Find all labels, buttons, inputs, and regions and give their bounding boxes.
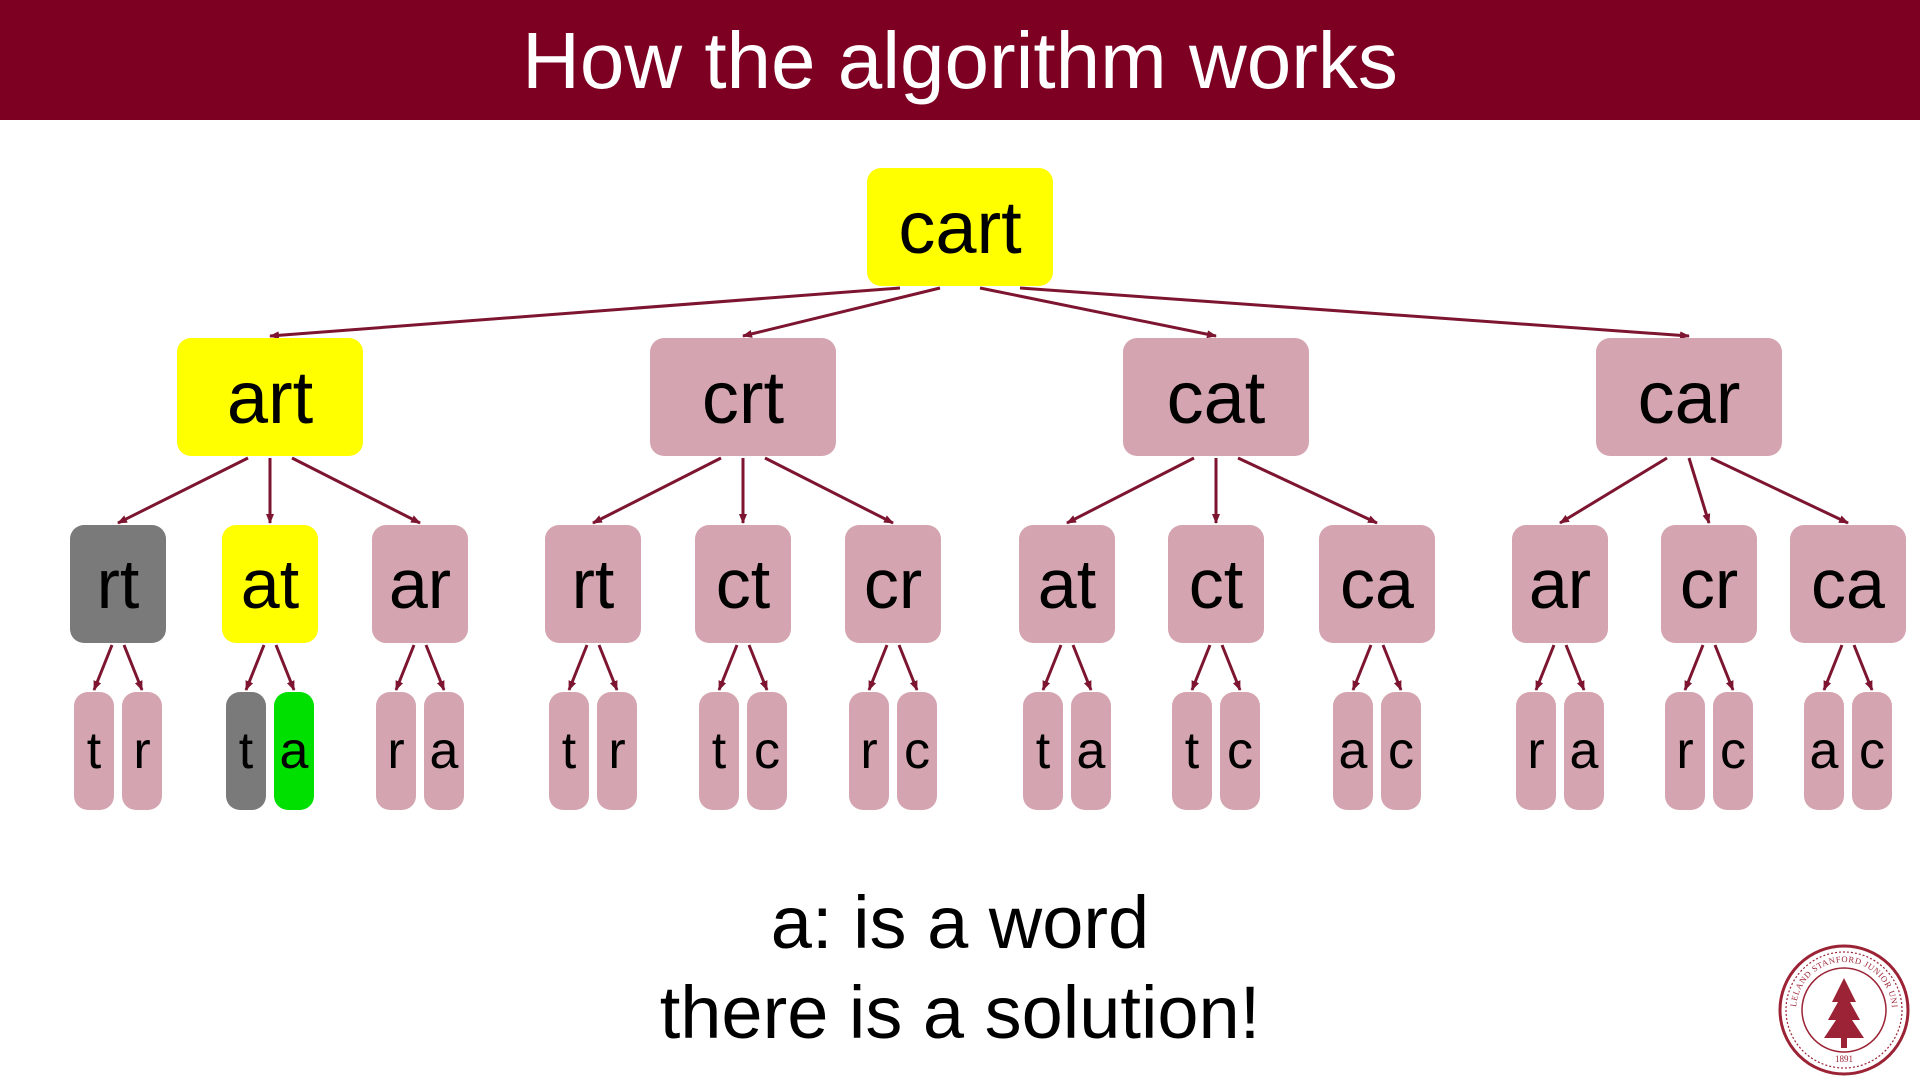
tree-edge-29 bbox=[1381, 644, 1403, 691]
node-leaf-a-0-1-1: a bbox=[274, 692, 314, 810]
node-l1-crt: crt bbox=[650, 338, 836, 456]
node-leaf-t-2-1-0: t bbox=[1172, 692, 1212, 810]
tree-edge-11 bbox=[592, 456, 722, 525]
node-root-cart: cart bbox=[867, 168, 1053, 286]
node-leaf-t-0-0-0: t bbox=[74, 692, 114, 810]
tree-edge-30 bbox=[1019, 286, 1690, 340]
node-leaf-r-3-0-0: r bbox=[1516, 692, 1556, 810]
node-l2-ca-2-2: ca bbox=[1319, 525, 1435, 643]
node-l2-ar-0-2: ar bbox=[372, 525, 468, 643]
node-leaf-t-1-0-0: t bbox=[549, 692, 589, 810]
node-leaf-r-1-0-1: r bbox=[597, 692, 637, 810]
node-leaf-c-1-1-1: c bbox=[747, 692, 787, 810]
caption-line-1: a: is a word bbox=[770, 881, 1150, 964]
node-l2-at-2-0: at bbox=[1019, 525, 1115, 643]
node-leaf-a-0-2-1: a bbox=[424, 692, 464, 810]
tree-edge-26 bbox=[1220, 644, 1242, 691]
node-l2-ct-2-1: ct bbox=[1168, 525, 1264, 643]
tree-edge-16 bbox=[747, 644, 769, 691]
tree-edge-38 bbox=[1822, 644, 1844, 691]
tree-edge-18 bbox=[867, 644, 889, 691]
node-l2-cr-3-1: cr bbox=[1661, 525, 1757, 643]
node-l2-ar-3-0: ar bbox=[1512, 525, 1608, 643]
tree-edge-15 bbox=[717, 644, 739, 691]
node-leaf-t-2-0-0: t bbox=[1023, 692, 1063, 810]
node-leaf-a-3-2-0: a bbox=[1804, 692, 1844, 810]
title-bar bbox=[0, 0, 1920, 120]
node-l1-cat: cat bbox=[1123, 338, 1309, 456]
node-l2-ct-1-1: ct bbox=[695, 525, 791, 643]
tree-edge-32 bbox=[1534, 644, 1556, 691]
node-leaf-r-0-0-1: r bbox=[122, 692, 162, 810]
node-leaf-c-2-1-1: c bbox=[1220, 692, 1260, 810]
tree-edge-12 bbox=[567, 644, 589, 691]
tree-edge-22 bbox=[1041, 644, 1063, 691]
tree-edge-19 bbox=[897, 644, 919, 691]
node-leaf-t-0-1-0: t bbox=[226, 692, 266, 810]
tree-edge-36 bbox=[1713, 644, 1735, 691]
tree-edge-2 bbox=[92, 644, 114, 691]
node-leaf-c-2-2-1: c bbox=[1381, 692, 1421, 810]
tree-edge-8 bbox=[394, 644, 416, 691]
tree-edge-34 bbox=[1687, 457, 1711, 524]
node-leaf-a-3-0-1: a bbox=[1564, 692, 1604, 810]
tree-edge-10 bbox=[742, 286, 941, 338]
tree-edge-39 bbox=[1852, 644, 1874, 691]
node-l2-ca-3-2: ca bbox=[1790, 525, 1906, 643]
tree-edge-27 bbox=[1237, 456, 1378, 525]
tree-edge-5 bbox=[244, 644, 266, 691]
tree-edge-17 bbox=[764, 456, 894, 525]
node-leaf-r-0-2-0: r bbox=[376, 692, 416, 810]
node-l2-cr-1-2: cr bbox=[845, 525, 941, 643]
node-l2-rt-1-0: rt bbox=[545, 525, 641, 643]
node-leaf-c-3-1-1: c bbox=[1713, 692, 1753, 810]
tree-edge-6 bbox=[274, 644, 296, 691]
tree-edge-3 bbox=[122, 644, 144, 691]
tree-edge-21 bbox=[1066, 456, 1195, 525]
node-leaf-a-2-2-0: a bbox=[1333, 692, 1373, 810]
stanford-seal-logo: LELAND STANFORD JUNIOR UNIVERSITY 1891 bbox=[1776, 942, 1910, 1076]
node-leaf-c-3-2-1: c bbox=[1852, 692, 1892, 810]
caption-line-2: there is a solution! bbox=[659, 971, 1261, 1054]
tree-edge-0 bbox=[269, 286, 901, 340]
tree-edge-23 bbox=[1071, 644, 1093, 691]
node-l2-at-0-1: at bbox=[222, 525, 318, 643]
tree-edge-28 bbox=[1351, 644, 1373, 691]
tree-edge-7 bbox=[291, 456, 421, 525]
tree-edge-13 bbox=[597, 644, 619, 691]
node-leaf-a-2-0-1: a bbox=[1071, 692, 1111, 810]
node-leaf-c-1-2-1: c bbox=[897, 692, 937, 810]
node-l1-car: car bbox=[1596, 338, 1782, 456]
node-l1-art: art bbox=[177, 338, 363, 456]
node-leaf-r-1-2-0: r bbox=[849, 692, 889, 810]
tree-edge-35 bbox=[1683, 644, 1705, 691]
node-l2-rt-0-0: rt bbox=[70, 525, 166, 643]
svg-text:1891: 1891 bbox=[1835, 1054, 1853, 1064]
tree-edge-1 bbox=[117, 456, 249, 525]
slide-title: How the algorithm works bbox=[522, 16, 1398, 105]
tree-edge-37 bbox=[1710, 456, 1849, 525]
node-leaf-r-3-1-0: r bbox=[1665, 692, 1705, 810]
tree-edge-31 bbox=[1559, 456, 1668, 525]
tree-edge-33 bbox=[1564, 644, 1586, 691]
tree-edge-9 bbox=[424, 644, 446, 691]
node-leaf-t-1-1-0: t bbox=[699, 692, 739, 810]
tree-edge-25 bbox=[1190, 644, 1212, 691]
tree-edge-20 bbox=[979, 286, 1217, 339]
